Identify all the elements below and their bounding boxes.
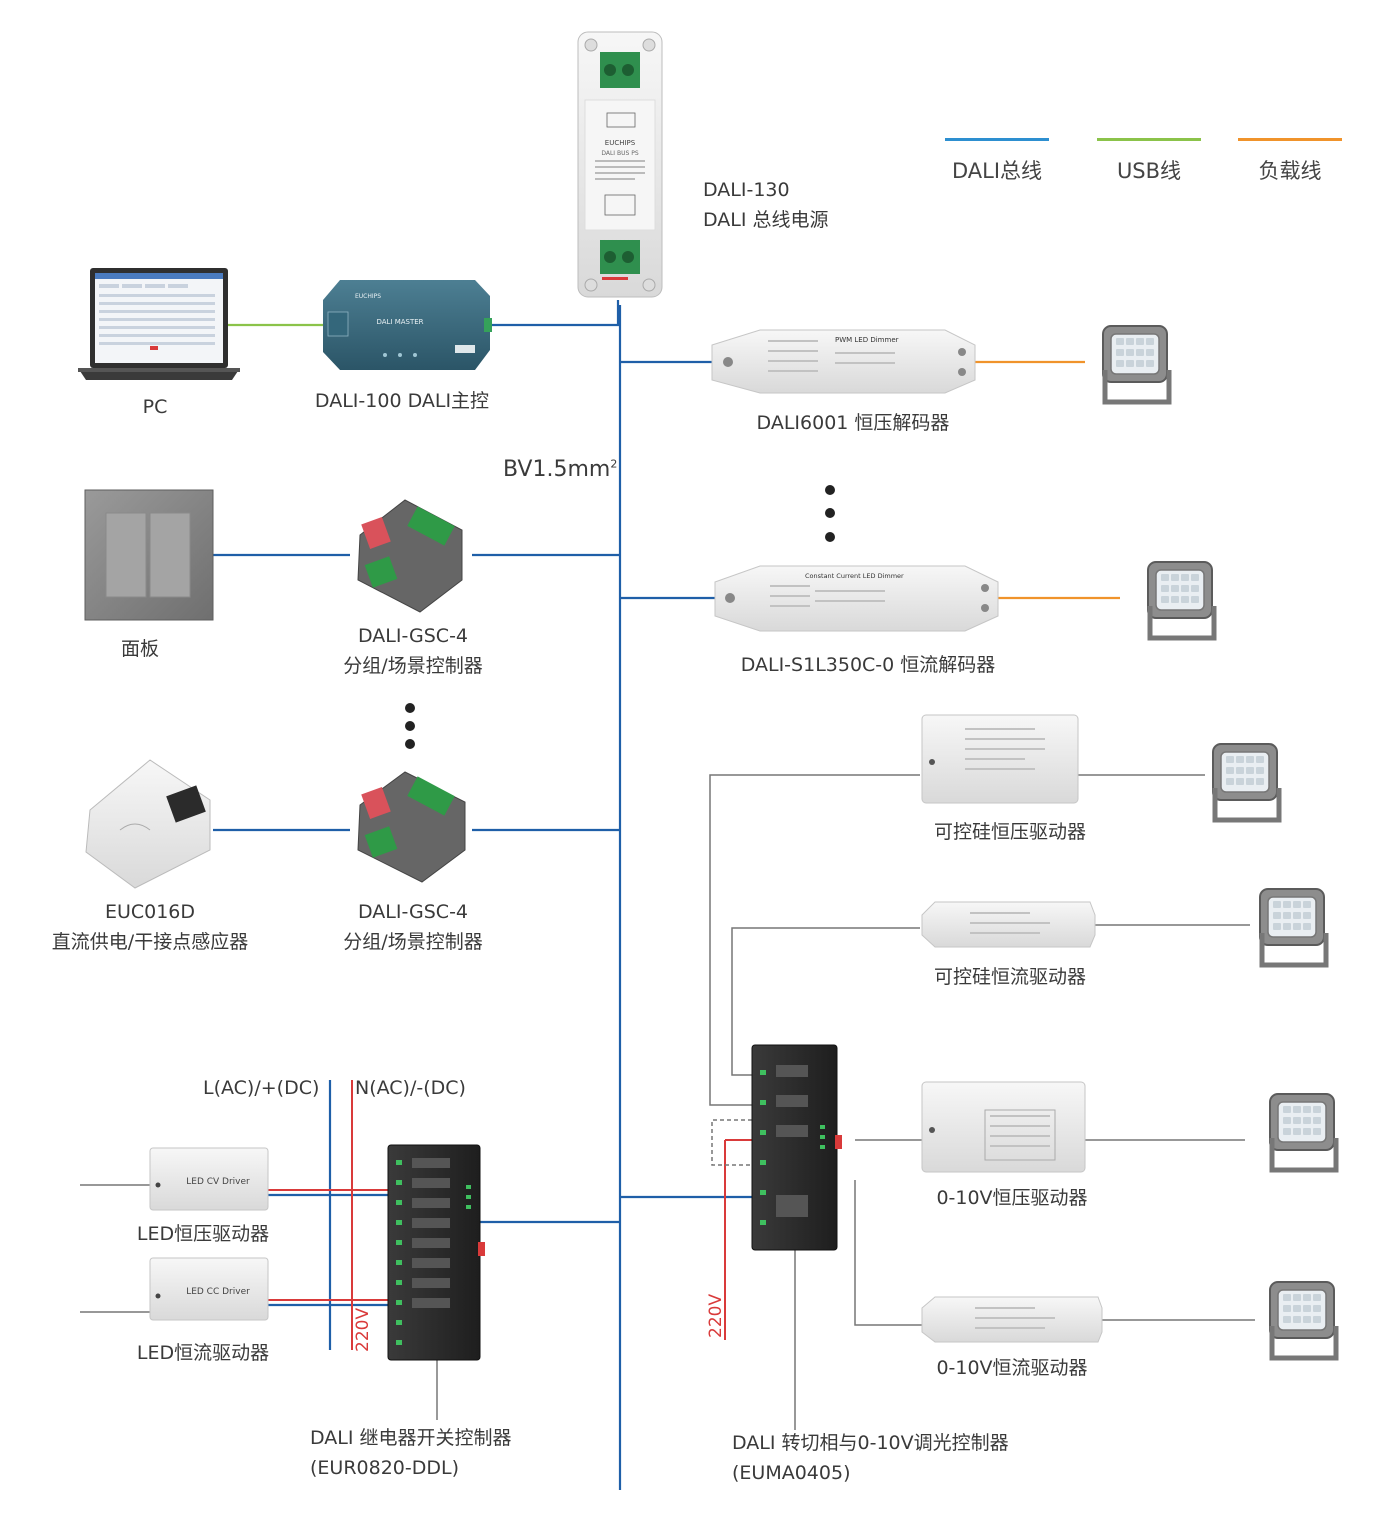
sensor-label: EUC016D 直流供电/干接点感应器 — [52, 897, 248, 958]
relay-label: DALI 继电器开关控制器 (EUR0820-DDL) — [310, 1423, 512, 1484]
master-label: DALI-100 DALI主控 — [314, 390, 490, 412]
psu-brand: EUCHIPS — [605, 139, 636, 147]
cv-driver-label: LED恒压驱动器 — [136, 1223, 270, 1245]
drv3-label: 0-10V恒压驱动器 — [936, 1187, 1088, 1209]
power-supply-label: DALI-130 DALI 总线电源 — [703, 175, 829, 236]
0-10v-cv-driver — [921, 1081, 1086, 1173]
legend-load-text: 负载线 — [1258, 159, 1322, 183]
scr-cv-driver — [921, 714, 1079, 804]
cc-driver-label: LED恒流驱动器 — [136, 1342, 270, 1364]
legend-usb: USB线 — [1097, 138, 1201, 185]
floodlight-1 — [1103, 326, 1169, 402]
0-10v-cc-driver — [921, 1296, 1103, 1343]
gsc2-label: DALI-GSC-4 分组/场景控制器 — [343, 897, 482, 958]
gsc1-name: 分组/场景控制器 — [343, 655, 483, 678]
floodlight-3 — [1213, 744, 1279, 820]
gsc1-model: DALI-GSC-4 — [357, 625, 469, 647]
gray-wires — [80, 774, 1255, 1430]
legend-load: 负载线 — [1238, 138, 1342, 185]
sensor-model: EUC016D — [104, 901, 196, 923]
power-model: DALI-130 — [703, 179, 790, 201]
floodlight-6 — [1270, 1282, 1336, 1358]
dali-s1l350c-decoder: Constant Current LED Dimmer — [714, 565, 999, 632]
cv-driver-text: LED CV Driver — [186, 1177, 250, 1187]
drv1-label: 可控硅恒压驱动器 — [933, 821, 1087, 843]
bus-wires — [155, 300, 752, 1490]
ellipsis-dots-left — [405, 703, 415, 749]
dimmer-model: (EUMA0405) — [732, 1462, 851, 1485]
relay-name: DALI 继电器开关控制器 — [310, 1427, 512, 1449]
drv2-label: 可控硅恒流驱动器 — [933, 966, 1087, 988]
dec2-label: DALI-S1L350C-0 恒流解码器 — [740, 654, 996, 676]
floodlight-5 — [1270, 1094, 1336, 1170]
legend-usb-bar — [1097, 138, 1201, 141]
gsc-controller-1 — [357, 499, 463, 613]
master-badge: DALI MASTER — [376, 318, 423, 326]
relay-input-n: N(AC)/-(DC) — [355, 1077, 466, 1099]
drv4-label: 0-10V恒流驱动器 — [936, 1357, 1088, 1379]
dali6001-decoder: PWM LED Dimmer — [711, 329, 976, 394]
led-cv-driver: LED CV Driver — [149, 1147, 269, 1211]
dec1-text: PWM LED Dimmer — [835, 336, 899, 344]
wall-panel — [84, 489, 214, 621]
bus-spec-text: BV1.5mm — [503, 457, 611, 482]
pc-label: PC — [142, 396, 168, 418]
dali-100-master: DALI MASTER EUCHIPS — [323, 280, 492, 370]
legend-dali-bar — [945, 138, 1049, 141]
dec2-text: Constant Current LED Dimmer — [805, 572, 904, 580]
ellipsis-dots-right — [825, 485, 835, 542]
ac-wires — [268, 1080, 752, 1350]
gsc2-model: DALI-GSC-4 — [357, 901, 469, 923]
dimmer-label: DALI 转切相与0-10V调光控制器 (EUMA0405) — [732, 1428, 1009, 1489]
master-brand: EUCHIPS — [355, 293, 381, 300]
dimmer-name: DALI 转切相与0-10V调光控制器 — [732, 1432, 1009, 1454]
dali-130-power-supply: EUCHIPS DALI BUS PS — [577, 31, 663, 298]
bus-spec-sup: 2 — [610, 457, 618, 471]
load-wires — [975, 360, 1120, 600]
euc016d-sensor — [85, 759, 211, 889]
power-name: DALI 总线电源 — [703, 209, 829, 232]
gsc2-name: 分组/场景控制器 — [343, 931, 483, 954]
eur0820-relay-controller — [387, 1144, 485, 1361]
voltage-right: 220V — [706, 1294, 726, 1338]
bus-spec-label: BV1.5mm2 — [503, 452, 617, 487]
dec1-label: DALI6001 恒压解码器 — [756, 412, 950, 434]
legend-dali-text: DALI总线 — [951, 159, 1043, 183]
psu-name: DALI BUS PS — [601, 150, 638, 157]
legend-dali-bus: DALI总线 — [945, 138, 1049, 185]
legend-load-bar — [1238, 138, 1342, 141]
gsc1-label: DALI-GSC-4 分组/场景控制器 — [343, 621, 482, 682]
legend-usb-text: USB线 — [1116, 159, 1182, 183]
led-cc-driver: LED CC Driver — [149, 1257, 269, 1321]
relay-model: (EUR0820-DDL) — [310, 1457, 459, 1480]
scr-cc-driver — [921, 901, 1096, 948]
relay-input-l: L(AC)/+(DC) — [203, 1077, 320, 1099]
voltage-left: 220V — [353, 1308, 373, 1352]
panel-label: 面板 — [120, 638, 160, 660]
cc-driver-text: LED CC Driver — [186, 1287, 250, 1297]
euma0405-dimmer-controller — [751, 1044, 842, 1251]
pc-laptop — [78, 268, 240, 380]
floodlight-2 — [1148, 562, 1214, 638]
floodlight-4 — [1260, 889, 1326, 965]
gsc-controller-2 — [357, 771, 466, 883]
sensor-name: 直流供电/干接点感应器 — [51, 931, 249, 954]
